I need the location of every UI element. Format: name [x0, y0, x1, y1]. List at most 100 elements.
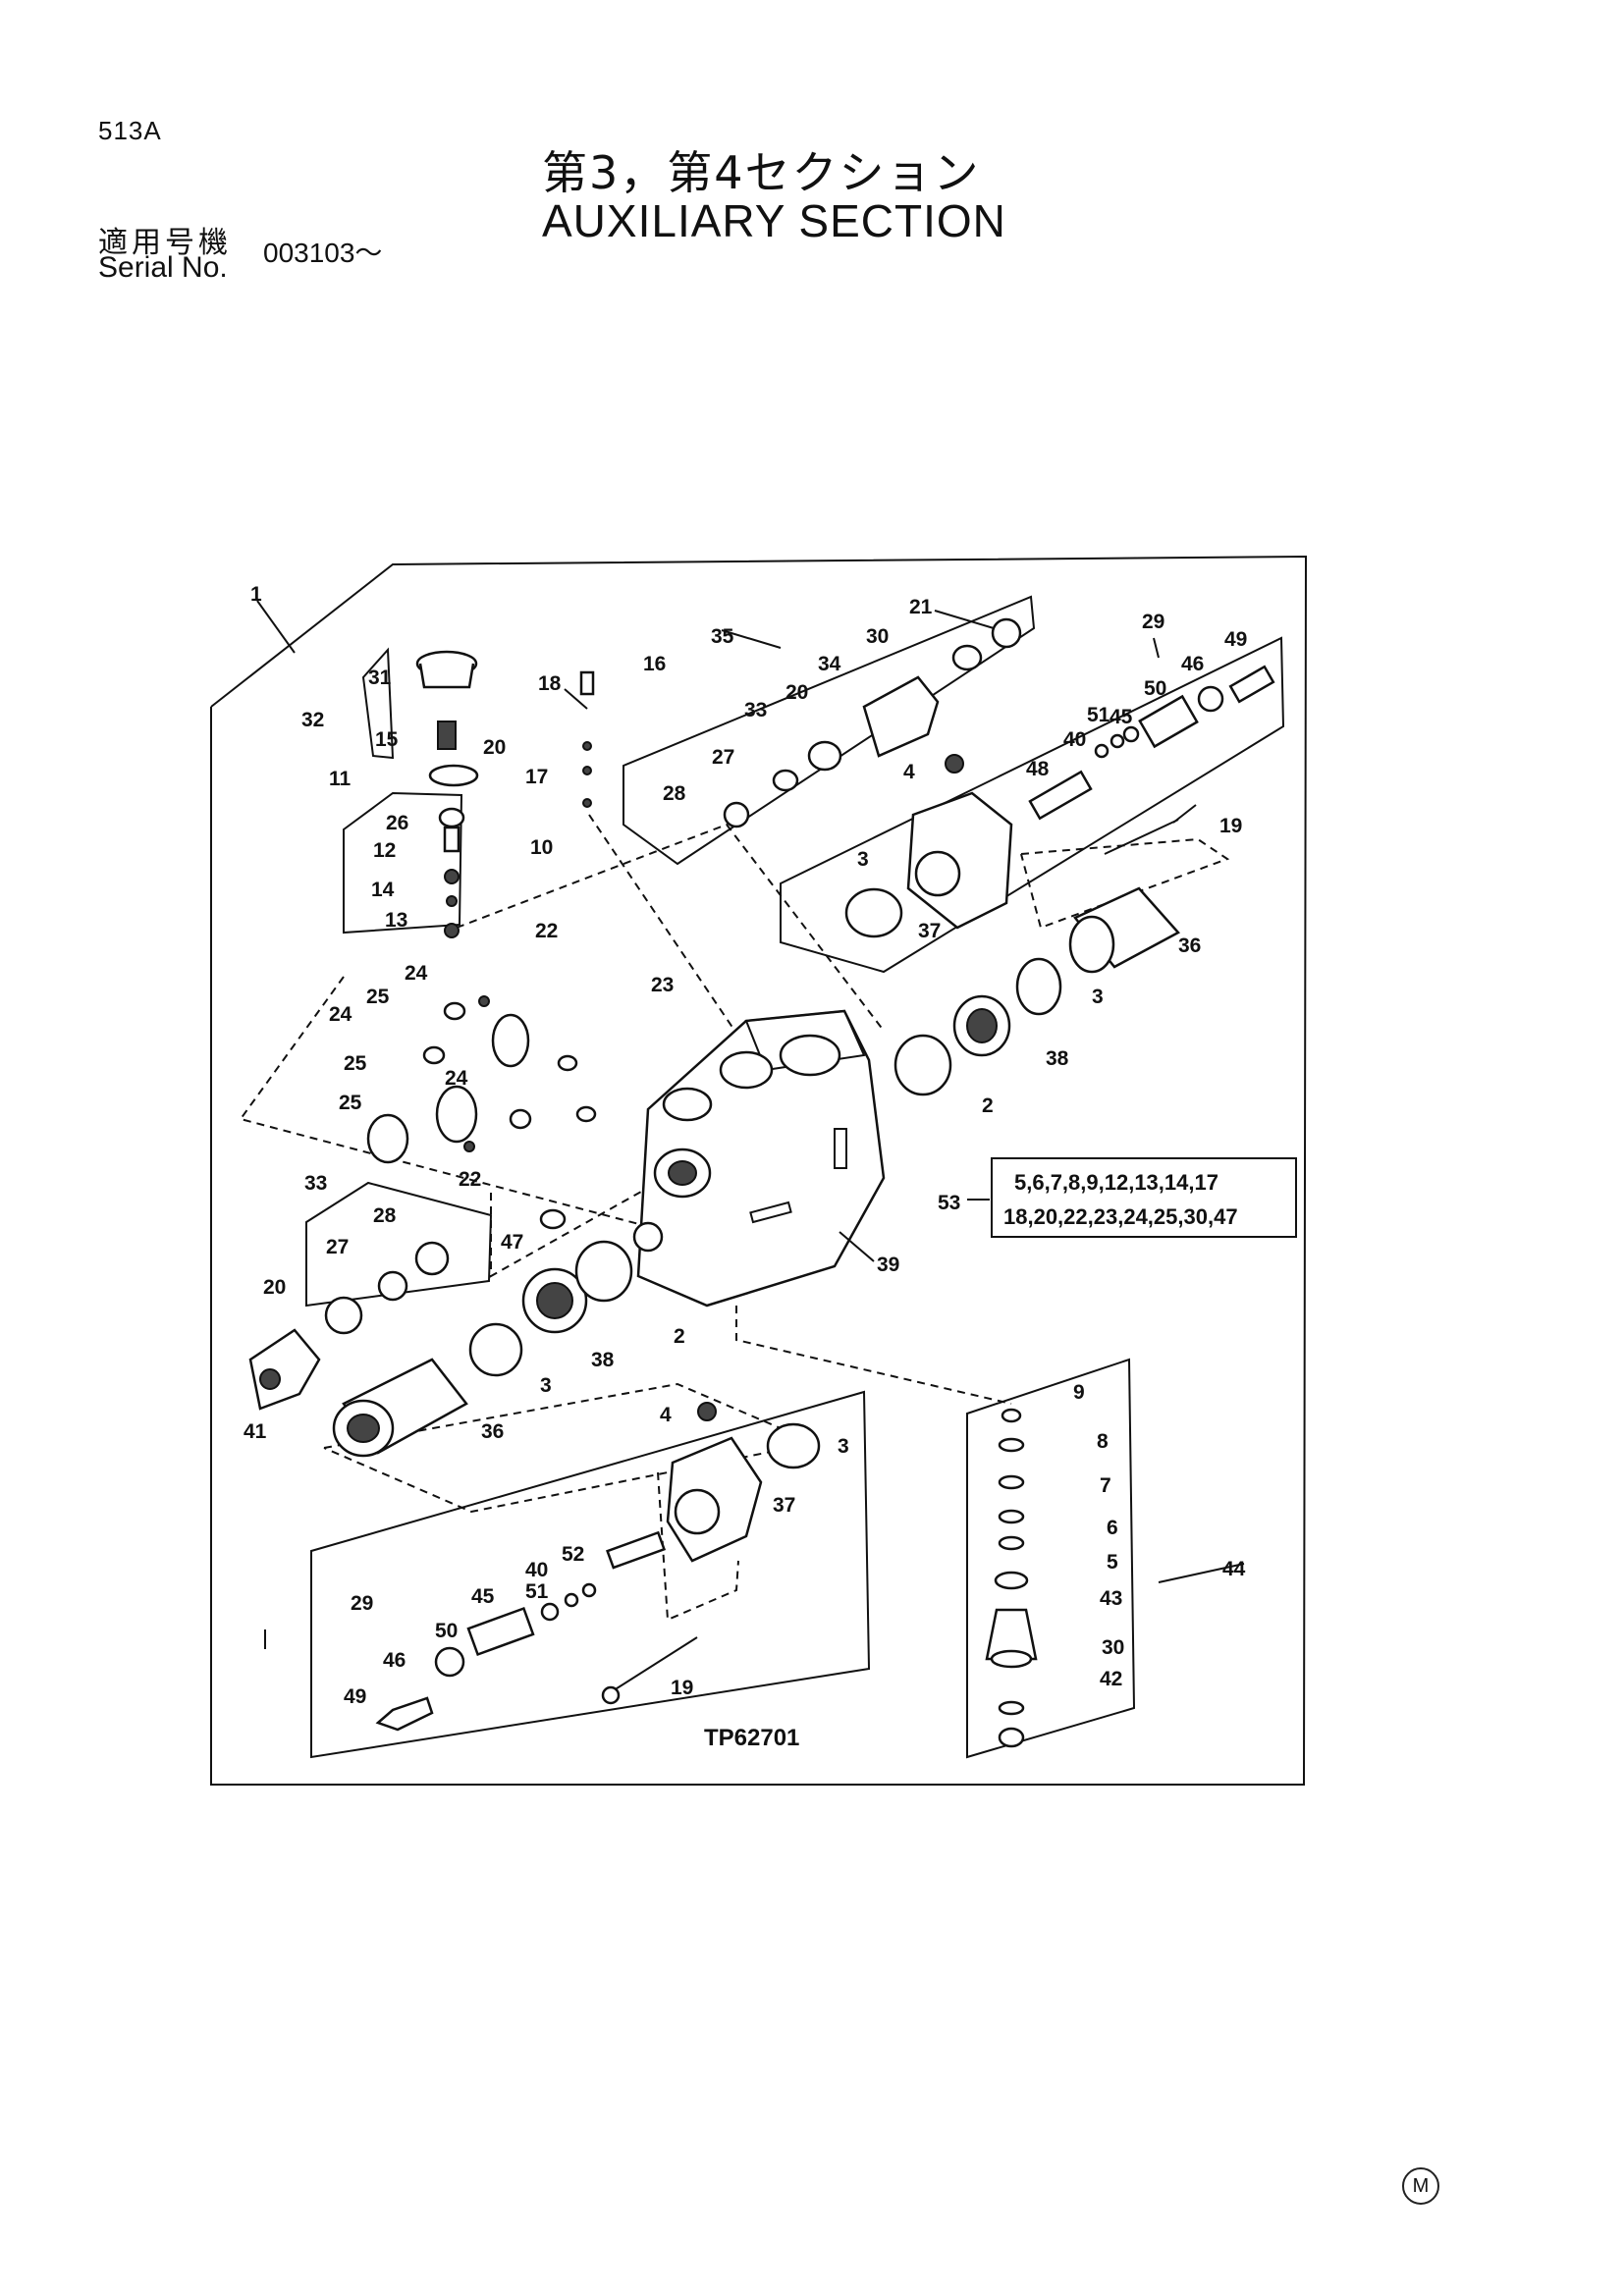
callout-12: 12 [373, 839, 396, 862]
callout-25: 25 [339, 1092, 362, 1114]
callout-26: 26 [386, 812, 408, 834]
callout-4: 4 [660, 1404, 672, 1426]
callout-8: 8 [1097, 1430, 1109, 1453]
callout-50: 50 [1144, 677, 1166, 700]
seal-kit-panel-35 [623, 595, 1036, 866]
drawing-number: TP62701 [704, 1725, 799, 1751]
callout-10: 10 [530, 836, 553, 859]
callout-46: 46 [1181, 653, 1204, 675]
valve-body-39 [632, 1009, 886, 1308]
callout-34: 34 [818, 653, 841, 675]
callout-3: 3 [1092, 986, 1104, 1008]
callout-18: 18 [538, 672, 562, 695]
callout-30: 30 [1102, 1636, 1124, 1659]
callout-38: 38 [591, 1349, 615, 1371]
serial-label: Serial No. [98, 251, 228, 284]
callout-44: 44 [1222, 1558, 1246, 1580]
cap-bracket-32 [361, 647, 395, 760]
callout-3: 3 [857, 848, 869, 871]
callout-31: 31 [368, 667, 392, 689]
callout-24: 24 [405, 962, 428, 985]
guide-line [588, 814, 742, 1041]
guide-line [456, 823, 885, 1032]
guide-line [1020, 837, 1230, 930]
diagram-frame [210, 555, 1308, 1786]
callout-27: 27 [326, 1236, 349, 1258]
callout-45: 45 [471, 1585, 495, 1608]
callout-6: 6 [1107, 1517, 1118, 1539]
callout-19: 19 [1219, 815, 1242, 837]
callout-27: 27 [712, 746, 734, 769]
serial-number-value: 003103～ [263, 238, 383, 268]
part-shapes [248, 600, 1275, 1748]
callout-11: 11 [329, 768, 352, 790]
callout-28: 28 [663, 782, 686, 805]
callout-30: 30 [866, 625, 889, 648]
callout-4: 4 [903, 761, 915, 783]
plug-bracket-11 [343, 791, 463, 934]
manufacturer-mark: M [1402, 2167, 1439, 2205]
callout-47: 47 [501, 1231, 523, 1254]
section-panel-29-lower [310, 1390, 871, 1759]
callout-24: 24 [329, 1003, 352, 1026]
callout-9: 9 [1073, 1381, 1085, 1404]
callout-33: 33 [304, 1172, 327, 1195]
callout-15: 15 [375, 728, 399, 751]
callout-7: 7 [1100, 1474, 1111, 1497]
callout-23: 23 [651, 974, 674, 996]
callout-49: 49 [1224, 628, 1247, 651]
callout-42: 42 [1100, 1668, 1122, 1690]
callout-41: 41 [244, 1420, 267, 1443]
callout-22: 22 [459, 1168, 481, 1191]
callout-16: 16 [643, 653, 666, 675]
callout-36: 36 [1178, 934, 1201, 957]
callout-14: 14 [371, 879, 395, 901]
callout-22: 22 [535, 920, 558, 942]
page-title: AUXILIARY SECTION [542, 195, 1006, 246]
callout-52: 52 [562, 1543, 584, 1566]
kit-reference-number: 53 [938, 1192, 960, 1214]
callout-29: 29 [351, 1592, 373, 1615]
callout-48: 48 [1026, 758, 1050, 780]
callout-50: 50 [435, 1620, 458, 1642]
callout-51: 51 [525, 1580, 549, 1603]
callout-20: 20 [483, 736, 506, 759]
callout-39: 39 [877, 1254, 899, 1276]
callout-36: 36 [481, 1420, 504, 1443]
callout-46: 46 [383, 1649, 406, 1672]
callout-19: 19 [671, 1677, 693, 1699]
guide-line [239, 976, 688, 1238]
kit-contents-box [991, 1157, 1297, 1238]
callout-40: 40 [1063, 728, 1086, 751]
callout-37: 37 [773, 1494, 795, 1517]
callout-51: 51 [1087, 704, 1110, 726]
callout-33: 33 [744, 699, 767, 721]
guide-line [490, 1187, 649, 1278]
callout-25: 25 [344, 1052, 367, 1075]
callout-40: 40 [525, 1559, 548, 1581]
kit-contents-line-2: 18,20,22,23,24,25,30,47 [1003, 1204, 1238, 1229]
callout-13: 13 [385, 909, 407, 932]
callout-1: 1 [250, 583, 262, 606]
callout-3: 3 [838, 1435, 849, 1458]
serial-label-japanese: 適用号機 [98, 226, 232, 260]
callout-3: 3 [540, 1374, 552, 1397]
callout-24: 24 [445, 1067, 468, 1090]
callout-32: 32 [301, 709, 324, 731]
callout-35: 35 [711, 625, 734, 648]
callout-25: 25 [366, 986, 390, 1008]
callout-20: 20 [263, 1276, 286, 1299]
callout-29: 29 [1142, 611, 1164, 633]
callout-5: 5 [1107, 1551, 1118, 1574]
page-title-japanese: 第3，第4セクション [542, 146, 981, 199]
kit-contents-line-1: 5,6,7,8,9,12,13,14,17 [1014, 1170, 1218, 1195]
callout-20: 20 [785, 681, 808, 704]
callout-2: 2 [982, 1095, 994, 1117]
callout-43: 43 [1100, 1587, 1122, 1610]
callout-21: 21 [909, 596, 933, 618]
callout-38: 38 [1046, 1047, 1069, 1070]
callout-49: 49 [344, 1685, 366, 1708]
part-callouts: 1 16 18 17 10 31 32 15 20 11 26 12 14 13… [244, 583, 1247, 1708]
page-code: 513A [98, 116, 162, 145]
